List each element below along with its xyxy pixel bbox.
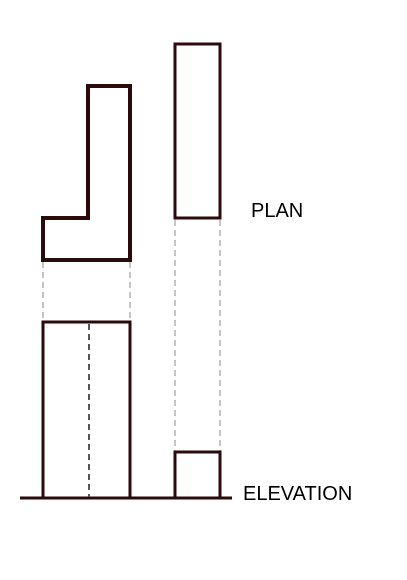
plan-view	[41, 42, 222, 262]
elevation-view	[20, 320, 232, 500]
elevation-label: ELEVATION	[243, 483, 352, 505]
plan-l-shape-outline	[41, 84, 132, 262]
elevation-large-block-outline	[41, 320, 132, 498]
plan-label: PLAN	[251, 200, 303, 222]
plan-tall-rectangle-outline	[173, 42, 222, 220]
projection-lines	[42, 220, 221, 452]
elevation-small-block-outline	[173, 450, 222, 498]
